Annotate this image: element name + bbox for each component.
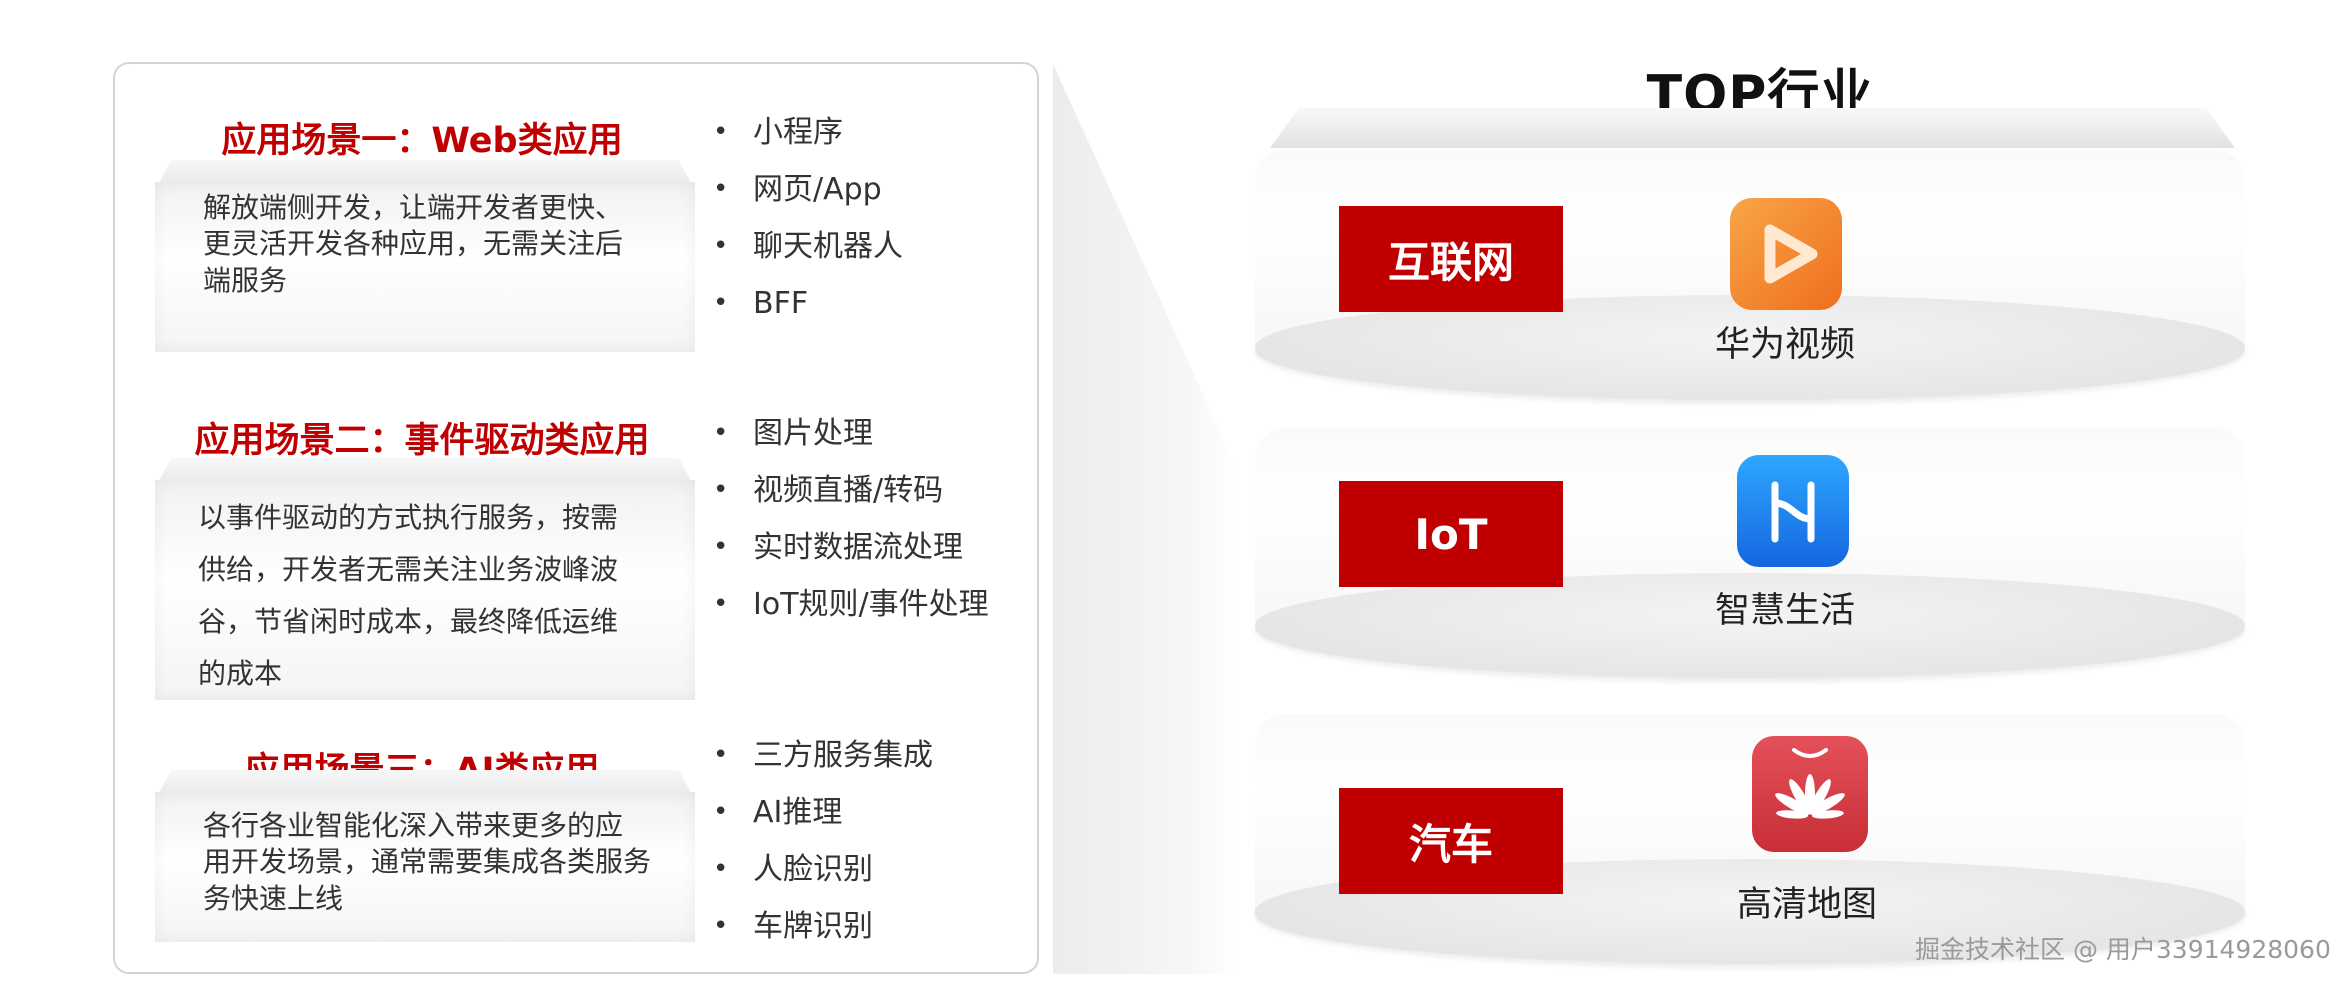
scenario-bullet-list: •三方服务集成 •AI推理 •人脸识别 •车牌识别 (713, 727, 933, 955)
bullet-icon: • (713, 532, 729, 562)
list-item: •视频直播/转码 (713, 462, 989, 519)
list-item: •实时数据流处理 (713, 519, 989, 576)
scenario-description-box (155, 792, 695, 942)
bullet-icon: • (713, 740, 729, 770)
list-item: •BFF (713, 275, 903, 332)
list-item: •三方服务集成 (713, 727, 933, 784)
industry-label: IoT (1339, 481, 1563, 587)
scenario-description: 各行各业智能化深入带来更多的应 用开发场景，通常需要集成各类服务 务快速上线 (203, 809, 652, 915)
bullet-icon: • (713, 117, 729, 147)
industry-label: 汽车 (1339, 788, 1563, 894)
huawei-map-icon (1752, 736, 1868, 852)
app-name: 华为视频 (1714, 325, 1855, 365)
list-item: •AI推理 (713, 784, 933, 841)
scenario-description: 以事件驱动的方式执行服务，按需 供给，开发者无需关注业务波峰波 谷，节省闲时成本… (198, 501, 619, 690)
scenario-bullet-list: •小程序 •网页/App •聊天机器人 •BFF (713, 104, 903, 332)
bullet-icon: • (713, 854, 729, 884)
list-item: •小程序 (713, 104, 903, 161)
stack-lid (1270, 108, 2235, 148)
funnel-connector (1053, 64, 1239, 974)
bullet-icon: • (713, 418, 729, 448)
scenario-title: 应用场景一：Web类应用 (221, 121, 623, 161)
bullet-icon: • (713, 475, 729, 505)
scenario-description-box (155, 182, 695, 352)
app-name: 智慧生活 (1714, 591, 1855, 631)
list-item: •IoT规则/事件处理 (713, 576, 989, 633)
bullet-icon: • (713, 797, 729, 827)
list-item: •人脸识别 (713, 841, 933, 898)
list-item: •网页/App (713, 161, 903, 218)
watermark: 掘金技术社区 @ 用户3391492806​0 (1915, 935, 2331, 964)
bullet-icon: • (713, 231, 729, 261)
video-play-icon (1730, 198, 1842, 310)
bullet-icon: • (713, 589, 729, 619)
scenario-description-box (155, 480, 695, 700)
industry-tier-automotive: 汽车 高清地图 (1255, 714, 2245, 964)
list-item: •图片处理 (713, 405, 989, 462)
huawei-logo-glyph (1775, 748, 1845, 819)
smart-life-glyph (1771, 481, 1815, 543)
app-name: 高清地图 (1736, 885, 1877, 925)
tier-floor (1255, 573, 2245, 678)
scenario-bullet-list: •图片处理 •视频直播/转码 •实时数据流处理 •IoT规则/事件处理 (713, 405, 989, 633)
list-item: •聊天机器人 (713, 218, 903, 275)
bullet-icon: • (713, 288, 729, 318)
scenario-description: 解放端侧开发，让端开发者更快、 更灵活开发各种应用，无需关注后 端服务 (203, 191, 624, 297)
industry-tier-internet: 互联网 华为视频 (1255, 150, 2245, 400)
scenario-title: 应用场景二：事件驱动类应用 (194, 421, 650, 461)
tier-floor (1255, 295, 2245, 400)
list-item: •车牌识别 (713, 898, 933, 955)
bullet-icon: • (713, 174, 729, 204)
industry-tier-iot: IoT 智慧生活 (1255, 428, 2245, 678)
bullet-icon: • (713, 911, 729, 941)
video-play-glyph (1764, 224, 1818, 284)
industry-label: 互联网 (1339, 206, 1563, 312)
smart-life-icon (1737, 455, 1849, 567)
